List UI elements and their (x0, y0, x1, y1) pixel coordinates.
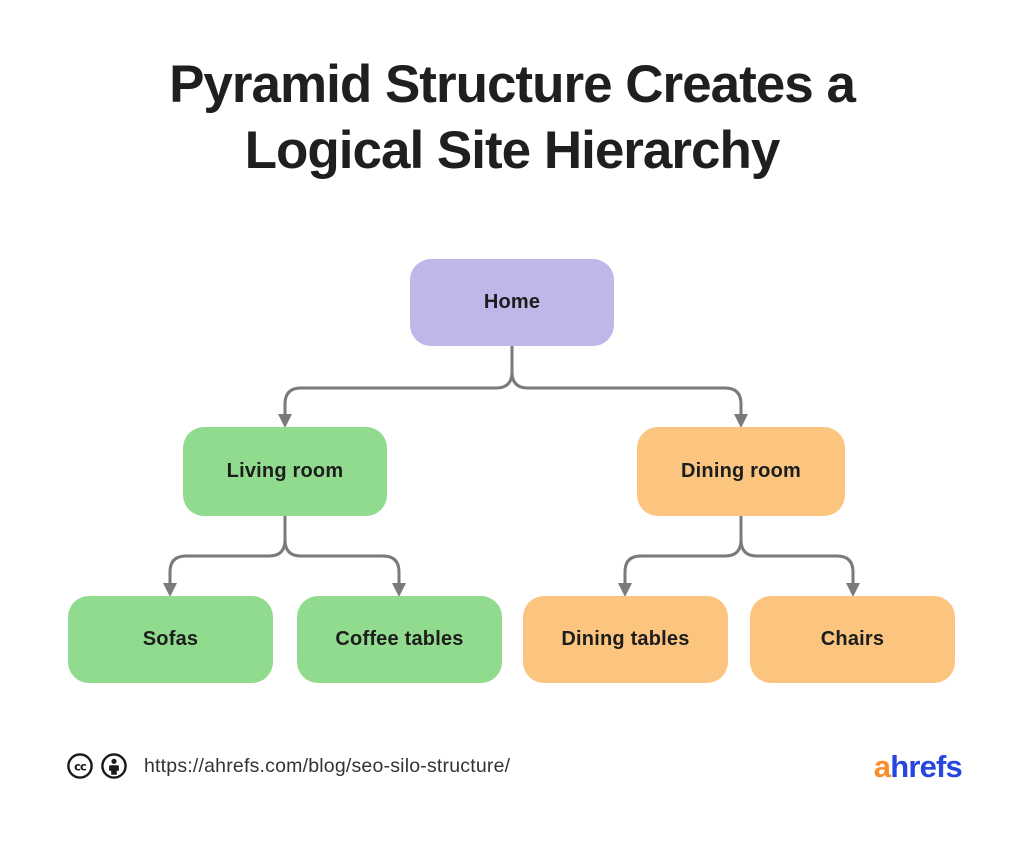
arrowhead-dining-tables (618, 583, 632, 597)
node-sofas: Sofas (68, 596, 273, 683)
ahrefs-logo: ahrefs (873, 748, 963, 784)
node-chairs: Chairs (750, 596, 955, 683)
arrowhead-dining-room (734, 414, 748, 428)
node-coffee-tables-label: Coffee tables (335, 628, 464, 650)
node-chairs-label: Chairs (820, 628, 885, 650)
edge-home-living-room (283, 346, 514, 415)
node-living-room: Living room (183, 427, 387, 516)
node-coffee-tables: Coffee tables (297, 596, 502, 683)
source-url: https://ahrefs.com/blog/seo-silo-structu… (144, 754, 511, 777)
cc-icon-glyph: cc (74, 759, 87, 773)
node-dining-tables-label: Dining tables (561, 628, 690, 650)
node-home-label: Home (483, 291, 541, 313)
node-dining-tables: Dining tables (523, 596, 728, 683)
cc-license-icon: cc (67, 753, 93, 779)
footer: cc https://ahrefs.com/blog/seo-silo-stru… (66, 748, 963, 784)
page-title: Pyramid Structure Creates a Logical Site… (0, 52, 1024, 184)
page-title-line2: Logical Site Hierarchy (244, 121, 781, 180)
edge-dining-chairs (739, 516, 855, 584)
node-home: Home (410, 259, 614, 346)
cc-by-attribution-icon (101, 753, 127, 779)
arrowhead-coffee-tables (392, 583, 406, 597)
edge-living-coffee (283, 516, 401, 584)
node-living-room-label: Living room (226, 460, 344, 482)
arrowhead-sofas (163, 583, 177, 597)
page-title-line1: Pyramid Structure Creates a (169, 55, 856, 114)
node-sofas-label: Sofas (142, 628, 199, 650)
edge-living-sofas (168, 516, 287, 584)
node-dining-room-label: Dining room (681, 460, 801, 482)
node-dining-room: Dining room (637, 427, 845, 516)
edge-home-dining-room (510, 346, 743, 415)
ahrefs-logo-hrefs: hrefs (890, 748, 963, 784)
ahrefs-logo-a: a (873, 748, 891, 784)
arrowhead-living-room (278, 414, 292, 428)
arrowhead-chairs (846, 583, 860, 597)
edge-dining-tables (623, 516, 743, 584)
